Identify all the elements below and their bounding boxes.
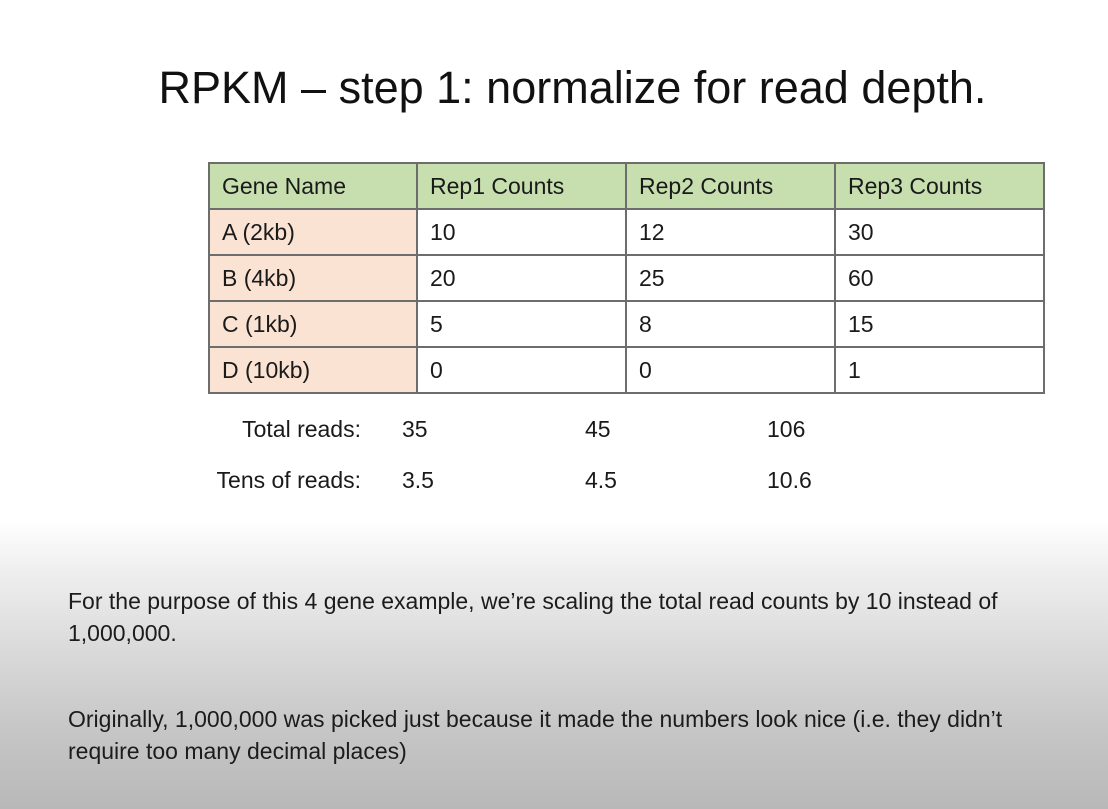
gene-name-cell: A (2kb)	[208, 208, 418, 256]
million-origin-note: Originally, 1,000,000 was picked just be…	[68, 706, 1003, 764]
tens-of-reads-rep2: 4.5	[585, 467, 617, 493]
rep1-count-cell: 0	[416, 346, 627, 394]
table-header-row: Gene Name Rep1 Counts Rep2 Counts Rep3 C…	[208, 162, 1045, 210]
total-reads-rep2: 45	[585, 416, 611, 442]
column-header-rep3: Rep3 Counts	[834, 162, 1045, 210]
column-header-gene-name: Gene Name	[208, 162, 418, 210]
rep3-count-cell: 1	[834, 346, 1045, 394]
rep3-count-cell: 15	[834, 300, 1045, 348]
rep1-count-cell: 5	[416, 300, 627, 348]
total-reads-rep1: 35	[402, 416, 428, 442]
scaling-note: For the purpose of this 4 gene example, …	[68, 588, 998, 646]
gene-name-cell: B (4kb)	[208, 254, 418, 302]
table-row: A (2kb) 10 12 30	[208, 208, 1045, 256]
tens-of-reads-label: Tens of reads:	[216, 467, 361, 493]
tens-of-reads-rep1: 3.5	[402, 467, 434, 493]
rep2-count-cell: 0	[625, 346, 836, 394]
total-reads-row: Total reads: 35 45 106	[0, 416, 1108, 448]
rep1-count-cell: 20	[416, 254, 627, 302]
rep2-count-cell: 8	[625, 300, 836, 348]
read-counts-table: Gene Name Rep1 Counts Rep2 Counts Rep3 C…	[208, 162, 1045, 394]
tens-of-reads-row: Tens of reads: 3.5 4.5 10.6	[0, 467, 1108, 499]
column-header-rep1: Rep1 Counts	[416, 162, 627, 210]
total-reads-rep3: 106	[767, 416, 806, 442]
rep2-count-cell: 25	[625, 254, 836, 302]
column-header-rep2: Rep2 Counts	[625, 162, 836, 210]
tens-of-reads-rep3: 10.6	[767, 467, 812, 493]
total-reads-label: Total reads:	[242, 416, 361, 442]
rep1-count-cell: 10	[416, 208, 627, 256]
rep3-count-cell: 30	[834, 208, 1045, 256]
gene-name-cell: D (10kb)	[208, 346, 418, 394]
table-row: B (4kb) 20 25 60	[208, 254, 1045, 302]
gene-name-cell: C (1kb)	[208, 300, 418, 348]
table-row: C (1kb) 5 8 15	[208, 300, 1045, 348]
table-row: D (10kb) 0 0 1	[208, 346, 1045, 394]
rep3-count-cell: 60	[834, 254, 1045, 302]
rep2-count-cell: 12	[625, 208, 836, 256]
slide-title: RPKM – step 1: normalize for read depth.	[158, 62, 987, 113]
